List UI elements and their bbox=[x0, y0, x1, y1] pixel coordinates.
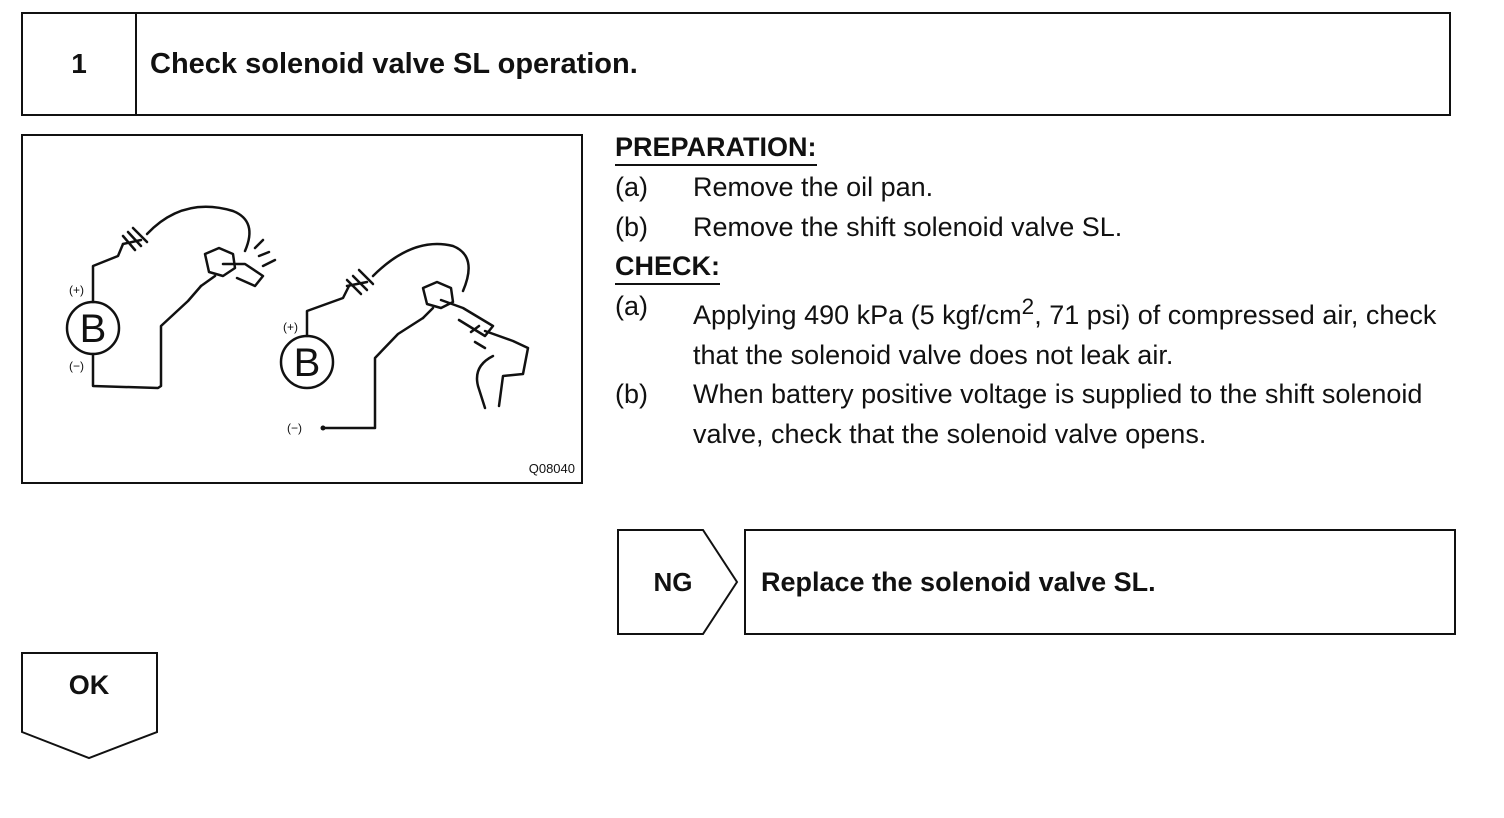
negative-terminal-right: (−) bbox=[287, 421, 302, 435]
solenoid-test-illustration: B B (+) (−) (+) (−) bbox=[65, 205, 530, 435]
item-label: (a) bbox=[615, 291, 648, 321]
step-header: 1 Check solenoid valve SL operation. bbox=[21, 12, 1451, 116]
ng-label: NG bbox=[653, 566, 693, 597]
item-text: Remove the oil pan. bbox=[693, 172, 934, 202]
check-heading: CHECK: bbox=[615, 249, 720, 285]
illustration-figure: B B (+) (−) (+) (−) Q08040 bbox=[21, 134, 583, 484]
item-text: Remove the shift solenoid valve SL. bbox=[693, 211, 1123, 242]
item-text-part: , 71 psi) of compressed air, check that … bbox=[693, 300, 1437, 370]
step-number: 1 bbox=[23, 14, 137, 114]
superscript: 2 bbox=[1021, 294, 1035, 319]
positive-terminal-right: (+) bbox=[283, 320, 298, 334]
instructions: PREPARATION: (a) Remove the oil pan. (b)… bbox=[615, 128, 1465, 454]
ng-action-box: Replace the solenoid valve SL. bbox=[744, 529, 1456, 635]
ok-indicator: OK bbox=[21, 652, 159, 760]
battery-left-label: B bbox=[80, 307, 107, 351]
ng-arrow-shape bbox=[617, 529, 739, 635]
ng-indicator: NG bbox=[617, 529, 741, 635]
item-label: (b) bbox=[615, 211, 648, 242]
step-title: Check solenoid valve SL operation. bbox=[150, 47, 638, 80]
check-item: (a) Applying 490 kPa (5 kgf/cm2, 71 psi)… bbox=[615, 287, 1465, 375]
check-item: (b) When battery positive voltage is sup… bbox=[615, 375, 1465, 454]
positive-terminal-left: (+) bbox=[69, 283, 84, 297]
item-text: When battery positive voltage is supplie… bbox=[693, 379, 1423, 449]
item-label: (a) bbox=[615, 172, 648, 202]
preparation-item: (b) Remove the shift solenoid valve SL. bbox=[615, 208, 1465, 248]
battery-right-label: B bbox=[294, 341, 321, 385]
preparation-item: (a) Remove the oil pan. bbox=[615, 168, 1465, 208]
item-text-part: Applying 490 kPa (5 kgf/cm bbox=[693, 300, 1022, 330]
item-text: Applying 490 kPa (5 kgf/cm2, 71 psi) of … bbox=[693, 287, 1465, 375]
ok-label: OK bbox=[68, 670, 110, 700]
figure-code: Q08040 bbox=[528, 461, 575, 476]
ok-arrow-shape bbox=[21, 652, 158, 760]
item-label: (b) bbox=[615, 379, 648, 409]
preparation-heading: PREPARATION: bbox=[615, 130, 817, 166]
negative-terminal-left: (−) bbox=[69, 359, 84, 373]
